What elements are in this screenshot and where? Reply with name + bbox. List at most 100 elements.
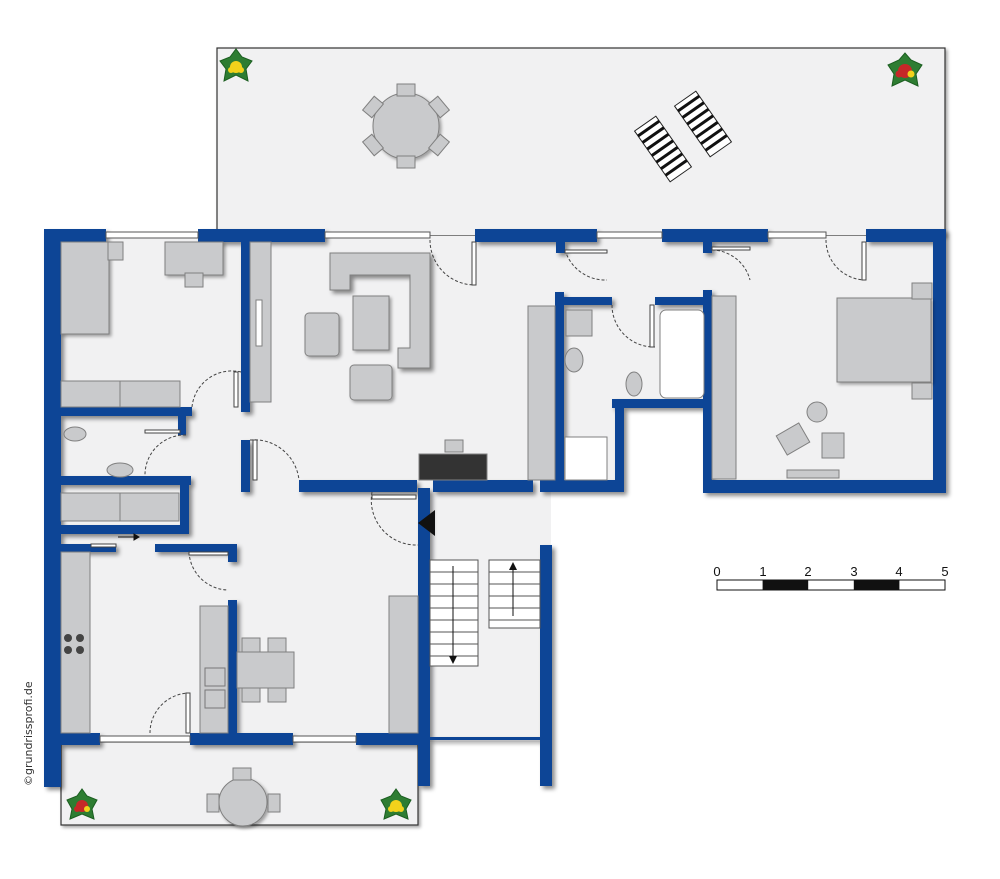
wall <box>190 733 293 745</box>
tv <box>255 299 263 347</box>
round-table <box>218 777 268 827</box>
wall <box>61 525 189 534</box>
cabinet <box>119 492 180 522</box>
window <box>105 231 199 239</box>
wardrobe <box>60 380 121 408</box>
copyright-text: ©grundrissprofi.de <box>22 681 35 786</box>
wall <box>703 290 712 493</box>
scale-label: 4 <box>895 564 902 579</box>
piano-bench <box>444 439 464 453</box>
door-swing <box>611 304 656 348</box>
nightstand <box>911 282 933 300</box>
scale-label: 2 <box>804 564 811 579</box>
wall <box>198 229 325 242</box>
chair <box>241 687 261 703</box>
piano <box>418 453 488 481</box>
small-arrow <box>118 533 140 541</box>
wall <box>866 229 946 242</box>
window <box>596 231 663 239</box>
chair <box>267 793 281 813</box>
plant <box>887 52 923 87</box>
chair <box>267 687 287 703</box>
door-leaf <box>564 249 608 254</box>
scale-label: 3 <box>850 564 857 579</box>
wall <box>356 733 428 745</box>
door-swing <box>144 434 187 477</box>
wall <box>299 480 417 492</box>
sun-lounger <box>633 115 693 183</box>
wall <box>61 476 191 485</box>
toilet <box>564 347 584 373</box>
plant <box>219 48 253 82</box>
windows <box>99 231 827 743</box>
window <box>767 231 827 239</box>
chair <box>821 432 845 459</box>
wall <box>228 544 237 562</box>
kitchen-counter <box>60 551 91 734</box>
wall <box>555 292 564 492</box>
sofa <box>329 252 431 369</box>
door-leaf <box>371 494 417 500</box>
walls <box>44 229 946 787</box>
wall <box>556 240 565 253</box>
plant <box>380 788 412 820</box>
chair <box>427 95 451 119</box>
toilet <box>63 426 87 442</box>
wall <box>540 480 555 492</box>
chair <box>396 83 416 97</box>
chair <box>241 637 261 653</box>
door-leaves <box>90 241 867 734</box>
bathtub <box>659 309 705 399</box>
wall <box>228 600 237 737</box>
shower <box>564 436 608 481</box>
scale-label: 1 <box>759 564 766 579</box>
door-leaf <box>144 429 181 434</box>
nightstand <box>911 382 933 400</box>
door-leaf <box>233 371 239 408</box>
door-swing <box>825 239 867 281</box>
wall <box>555 480 623 492</box>
door-swing <box>191 370 242 408</box>
bed <box>60 241 110 335</box>
round-table <box>372 92 440 160</box>
wall <box>44 229 61 787</box>
coffee-table <box>352 295 390 351</box>
wall <box>662 229 768 242</box>
door-swing <box>188 551 229 591</box>
wall <box>612 399 709 408</box>
side-table <box>806 401 828 423</box>
desk <box>164 241 224 276</box>
wardrobe <box>711 295 737 480</box>
chair <box>232 767 252 781</box>
door-leaf <box>90 543 117 548</box>
doors <box>144 239 867 734</box>
door-leaf <box>471 241 477 286</box>
cabinet <box>388 595 419 734</box>
chair <box>427 133 451 157</box>
door-swing <box>370 491 419 546</box>
door-leaf <box>711 246 751 251</box>
wardrobe <box>119 380 181 408</box>
wall <box>703 480 946 493</box>
wall <box>61 407 192 416</box>
wall <box>703 240 712 253</box>
wall <box>178 407 186 435</box>
door-leaf <box>252 439 258 481</box>
door-leaf <box>861 241 867 281</box>
wall <box>433 480 533 492</box>
wall <box>933 229 946 493</box>
wall <box>44 733 100 745</box>
chair <box>267 637 287 653</box>
bed <box>836 297 932 383</box>
scale-label: 5 <box>941 564 948 579</box>
sun-loungers <box>633 90 733 183</box>
chair <box>361 95 385 119</box>
bidet <box>625 371 643 397</box>
chair <box>775 422 811 456</box>
window <box>292 735 357 743</box>
floor-areas <box>50 47 946 826</box>
washbasin <box>565 309 593 337</box>
washbasin <box>106 462 134 478</box>
window <box>99 735 191 743</box>
